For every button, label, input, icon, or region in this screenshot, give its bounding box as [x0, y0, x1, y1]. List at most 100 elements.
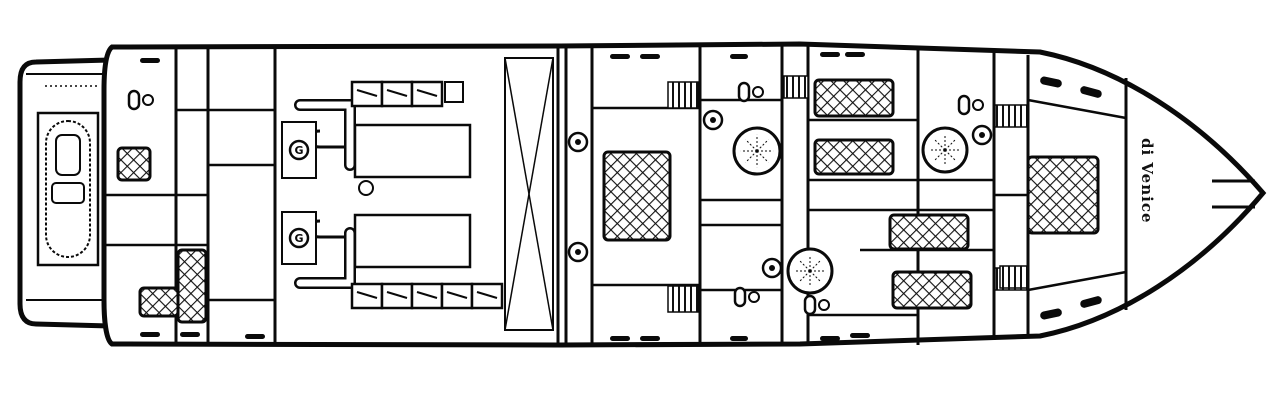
cushion — [730, 54, 748, 59]
bidet-icon — [752, 86, 764, 98]
cushion — [730, 336, 748, 341]
battery-terminal — [444, 81, 464, 103]
generators: GG — [281, 121, 317, 265]
shower-drain — [798, 259, 811, 272]
swim-platform-outline — [17, 57, 111, 329]
cushion — [610, 336, 630, 341]
cushion — [640, 336, 660, 341]
wardrobe — [783, 75, 809, 99]
bidet-icon — [748, 291, 760, 303]
exhaust-pipe — [296, 229, 354, 287]
hull-outline — [101, 41, 1267, 348]
toilet-icon — [127, 89, 141, 111]
generator-box — [281, 211, 317, 265]
brand-logo: di Venice — [1138, 138, 1156, 224]
bidet-icon — [142, 94, 154, 106]
bidet-icon — [972, 99, 984, 111]
sink-drain — [769, 265, 775, 271]
jetski-bay — [36, 111, 100, 267]
cushions — [140, 52, 1102, 341]
beds — [116, 78, 1100, 324]
sink-drain — [575, 249, 581, 255]
cushion — [820, 52, 840, 57]
partition — [1027, 270, 1127, 292]
battery-mark — [416, 291, 438, 299]
cushion — [1040, 76, 1062, 88]
battery-mark — [356, 89, 378, 97]
battery-mark — [356, 291, 378, 299]
generator-box — [281, 121, 317, 179]
shower-drain — [809, 270, 822, 283]
wardrobe — [667, 285, 699, 313]
toilet-icons — [127, 81, 984, 316]
jetski-icon — [36, 111, 100, 267]
generator-icon — [288, 139, 310, 161]
sink-drain — [710, 117, 716, 123]
toilet-icon — [737, 81, 751, 103]
cushion — [245, 334, 265, 339]
cushion — [1080, 86, 1102, 98]
shower-drain — [798, 270, 811, 283]
hull-outline — [101, 41, 1267, 348]
sink-drain — [575, 139, 581, 145]
jetski-seat — [55, 134, 81, 176]
shower-icons — [732, 126, 969, 295]
wardrobe — [994, 104, 1028, 128]
exhaust-pipe — [296, 101, 354, 169]
bed — [602, 150, 672, 242]
battery-mark — [446, 291, 468, 299]
jetski-handlebar — [51, 182, 85, 204]
cushion — [610, 54, 630, 59]
engine-block — [353, 213, 472, 269]
engine-block — [353, 123, 472, 179]
generator-icon — [288, 227, 310, 249]
wardrobes — [667, 75, 1029, 313]
sink-icons — [567, 109, 993, 279]
shower-drain — [809, 259, 822, 272]
shower-drain — [756, 139, 769, 152]
cushion — [1080, 296, 1102, 308]
shower-drain — [933, 149, 946, 162]
toilet-icon — [957, 94, 971, 116]
cushion — [845, 52, 865, 57]
toilet-icon — [733, 286, 747, 308]
toilet-icon — [803, 294, 817, 316]
cushion — [820, 336, 840, 341]
fuel-tank — [504, 57, 554, 331]
cushion — [850, 333, 870, 338]
wardrobe — [999, 265, 1029, 289]
bed — [813, 78, 895, 118]
swim-platform — [17, 57, 111, 329]
cushion — [1040, 308, 1062, 320]
bidet-icon — [818, 299, 830, 311]
generator-label: G — [294, 232, 303, 245]
bed — [1026, 155, 1100, 235]
battery-mark — [386, 89, 408, 97]
cushion — [140, 332, 160, 337]
battery-mark — [386, 291, 408, 299]
jetski-hull — [45, 120, 91, 258]
shower-drain — [745, 150, 758, 163]
tank-cross — [504, 57, 554, 331]
wardrobe — [667, 81, 699, 109]
shower-drain — [944, 149, 957, 162]
battery-mark — [476, 291, 498, 299]
bed — [891, 270, 973, 310]
shower-drain — [745, 139, 758, 152]
cushion — [180, 332, 200, 337]
battery-mark — [416, 89, 438, 97]
bow-lines — [1212, 179, 1255, 209]
shower-drain — [933, 138, 946, 151]
cushion — [140, 58, 160, 63]
shower-drain — [756, 150, 769, 163]
bed — [176, 248, 208, 324]
bed — [138, 286, 180, 318]
cushion — [640, 54, 660, 59]
bed — [116, 146, 152, 182]
bed — [888, 213, 970, 251]
flywheel — [358, 180, 374, 196]
bed — [813, 138, 895, 176]
sink-drain — [979, 132, 985, 138]
partition — [1027, 98, 1127, 120]
